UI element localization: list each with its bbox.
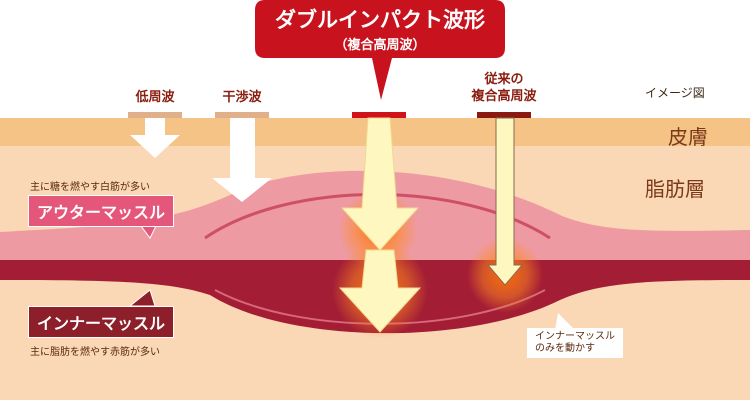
conventional-arrow-icon: [486, 117, 524, 286]
inner-only-note: インナーマッスル のみを動かす: [527, 328, 623, 358]
skin-label: 皮膚: [668, 125, 708, 149]
low-frequency-emitter: [128, 112, 182, 118]
interference-label: 干渉波: [222, 90, 262, 105]
inner-muscle-tag: インナーマッスル: [28, 306, 175, 338]
inner-only-note-line1: インナーマッスル: [535, 331, 615, 342]
double-impact-arrow-2-icon: [338, 249, 422, 333]
conventional-label-line2: 複合高周波: [471, 89, 537, 104]
double-impact-arrow-1-icon: [340, 117, 420, 251]
callout-title: ダブルインパクト波形: [275, 8, 485, 32]
inner-muscle-note: 主に脂肪を燃やす赤筋が多い: [30, 347, 160, 358]
interference-arrow-icon: [212, 118, 272, 202]
outer-muscle-note: 主に糖を燃やす白筋が多い: [30, 182, 150, 193]
image-note: イメージ図: [645, 86, 705, 100]
interference-emitter: [215, 112, 269, 118]
double-impact-emitter: [352, 112, 406, 118]
conventional-emitter: [477, 112, 531, 118]
note-pointer: [555, 313, 575, 330]
low-frequency-label: 低周波: [135, 90, 175, 105]
inner-only-note-line2: のみを動かす: [535, 343, 595, 354]
conventional-label-line1: 従来の: [484, 72, 524, 87]
callout-subtitle: （複合高周波）: [334, 38, 426, 53]
outer-muscle-tag: アウターマッスル: [28, 195, 175, 227]
fat-label: 脂肪層: [645, 177, 705, 201]
callout-box: [255, 0, 505, 100]
low-frequency-arrow-icon: [130, 118, 180, 158]
